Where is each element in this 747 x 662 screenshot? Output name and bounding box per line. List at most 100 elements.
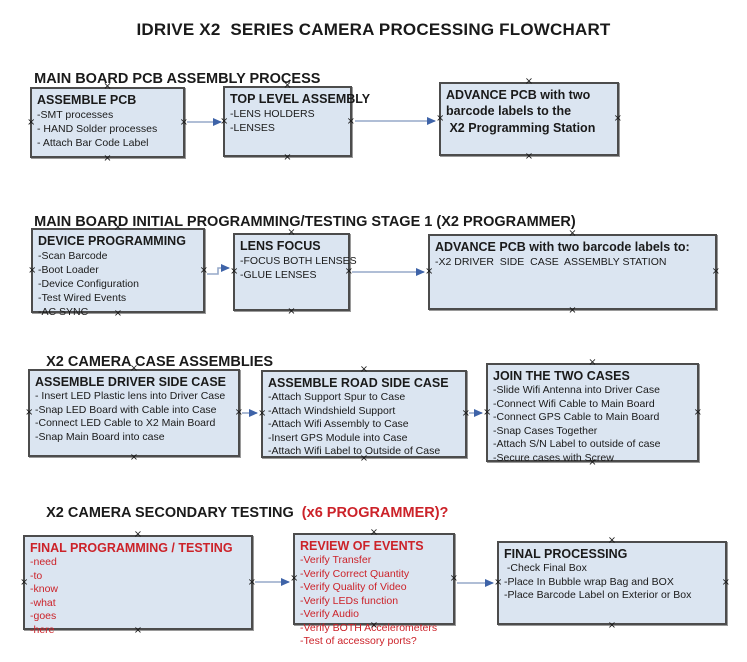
- connection-anchor-icon: ×: [461, 408, 470, 419]
- connection-anchor-icon: ×: [179, 116, 188, 128]
- box-item: -what: [30, 596, 56, 609]
- flow-box-top-level-assembly: TOP LEVEL ASSEMBLY -LENS HOLDERS-LENSES …: [220, 81, 371, 163]
- flow-box-join-the-two-cases: JOIN THE TWO CASES -Slide Wifi Antenna i…: [483, 358, 702, 468]
- flow-box-final-processing: FINAL PROCESSING -Check Final Box-Place …: [494, 536, 730, 631]
- connection-anchor-icon: ×: [425, 266, 434, 277]
- connection-anchor-icon: ×: [258, 408, 267, 419]
- section-heading-pcb-assembly: MAIN BOARD PCB ASSEMBLY PROCESS: [18, 55, 320, 103]
- box-item: -Insert GPS Module into Case: [268, 431, 408, 444]
- connection-anchor-icon: ×: [25, 407, 34, 418]
- connection-anchor-icon: ×: [234, 407, 243, 418]
- box-title: ASSEMBLE DRIVER SIDE CASE: [35, 375, 227, 389]
- flow-box-assemble-pcb: ASSEMBLE PCB -SMT processes- HAND Solder…: [27, 82, 188, 164]
- connection-anchor-icon: ×: [27, 116, 36, 128]
- box-title: TOP LEVEL ASSEMBLY: [230, 92, 371, 106]
- box-item: -Verify Transfer: [300, 554, 372, 566]
- box-item: -LENS HOLDERS: [230, 108, 315, 120]
- box-item: -Connect Wifi Cable to Main Board: [493, 397, 655, 410]
- flow-box-advance-pcb-programming-station: ADVANCE PCB with two barcode labels to t…: [436, 77, 622, 162]
- box-item: -Verify BOTH Accelerometers: [300, 621, 438, 634]
- box-item: -GLUE LENSES: [240, 269, 317, 281]
- box-item: -Attach Support Spur to Case: [268, 391, 406, 403]
- box-item: -need: [30, 556, 57, 568]
- connection-anchor-icon: ×: [28, 264, 37, 276]
- section-heading-red-text: (x6 PROGRAMMER)?: [301, 505, 449, 521]
- box-item: -Verify Audio: [300, 608, 359, 620]
- box-title: ADVANCE PCB with two barcode labels to:: [435, 240, 690, 254]
- box-items: -SMT processes- HAND Solder processes- A…: [37, 108, 178, 150]
- box-items: -LENS HOLDERS-LENSES: [230, 107, 345, 135]
- box-title: FINAL PROCESSING: [504, 547, 628, 561]
- connection-anchor-icon: ×: [607, 620, 617, 631]
- connection-anchor-icon: ×: [568, 305, 577, 316]
- connection-anchor-icon: ×: [290, 573, 299, 584]
- connection-anchor-icon: ×: [247, 576, 256, 588]
- connection-anchor-icon: ×: [199, 264, 208, 276]
- box-item: -Attach Windshield Support: [268, 404, 396, 417]
- connection-anchor-icon: ×: [607, 535, 617, 546]
- box-item: -Scan Barcode: [38, 250, 108, 262]
- section-heading-case-assemblies: X2 CAMERA CASE ASSEMBLIES: [30, 338, 273, 386]
- box-item: X2 Programming Station: [446, 121, 596, 135]
- box-items: -FOCUS BOTH LENSES -GLUE LENSES: [240, 254, 357, 282]
- box-title: LENS FOCUS: [240, 239, 321, 253]
- connection-anchor-icon: ×: [287, 306, 296, 317]
- flow-box-advance-pcb-driver-side-station: ADVANCE PCB with two barcode labels to: …: [425, 229, 720, 316]
- box-item: -FOCUS BOTH LENSES: [240, 255, 357, 267]
- box-items: -X2 DRIVER SIDE CASE ASSEMBLY STATION: [435, 255, 710, 269]
- box-item: -Slide Wifi Antenna into Driver Case: [493, 384, 660, 396]
- connection-anchor-icon: ×: [693, 406, 702, 418]
- connection-anchor-icon: ×: [524, 151, 534, 162]
- connection-anchor-icon: ×: [588, 357, 597, 368]
- box-item: barcode labels to the: [446, 104, 572, 118]
- connection-anchor-icon: ×: [711, 266, 720, 277]
- connection-anchor-icon: ×: [494, 577, 503, 588]
- box-item: -know: [30, 583, 59, 595]
- box-item: -goes: [30, 610, 57, 622]
- box-items: barcode labels to the X2 Programming Sta…: [446, 103, 612, 137]
- box-title: FINAL PROGRAMMING / TESTING: [30, 541, 233, 555]
- box-items: -Attach Support Spur to Case-Attach Wind…: [268, 391, 460, 459]
- flow-box-device-programming: DEVICE PROGRAMMING -Scan Barcode -Boot Lo…: [28, 223, 208, 319]
- flow-box-final-programming-testing: FINAL PROGRAMMING / TESTING -need-to-kno…: [20, 530, 256, 636]
- box-title: ASSEMBLE ROAD SIDE CASE: [268, 376, 449, 390]
- box-items: - Insert LED Plastic lens into Driver Ca…: [35, 390, 233, 444]
- page-title: IDRIVE X2 SERIES CAMERA PROCESSING FLOWC…: [136, 20, 611, 39]
- box-item: -Connect LED Cable to X2 Main Board: [35, 417, 216, 429]
- flow-box-assemble-road-side-case: ASSEMBLE ROAD SIDE CASE -Attach Support …: [258, 365, 470, 464]
- section-heading-initial-programming: MAIN BOARD INITIAL PROGRAMMING/TESTING S…: [18, 198, 576, 246]
- section-heading-text: MAIN BOARD INITIAL PROGRAMMING/TESTING S…: [34, 214, 576, 230]
- connection-anchor-icon: ×: [103, 153, 112, 164]
- connection-anchor-icon: ×: [613, 113, 622, 124]
- box-item: - Insert LED Plastic lens into Driver Ca…: [35, 390, 226, 402]
- box-item: -Verify LEDs function: [300, 594, 399, 607]
- connection-anchor-icon: ×: [359, 364, 369, 375]
- flow-box-lens-focus: LENS FOCUS -FOCUS BOTH LENSES -GLUE LENSE…: [230, 228, 357, 317]
- box-item: -Check Final Box: [504, 562, 587, 574]
- box-title: REVIEW OF EVENTS: [300, 539, 424, 553]
- box-item: - HAND Solder processes: [37, 123, 158, 135]
- connection-anchor-icon: ×: [220, 115, 229, 127]
- connection-anchor-icon: ×: [20, 576, 29, 588]
- box-items: -Check Final Box-Place In Bubble wrap Ba…: [504, 562, 720, 603]
- connection-anchor-icon: ×: [449, 573, 458, 584]
- box-title: DEVICE PROGRAMMING: [38, 234, 186, 248]
- box-items: -Slide Wifi Antenna into Driver Case-Con…: [493, 384, 692, 465]
- box-items: -Verify Transfer-Verify Correct Quantity…: [300, 554, 448, 649]
- box-item: -Boot Loader: [38, 264, 99, 276]
- box-title: ASSEMBLE PCB: [37, 93, 137, 107]
- connection-anchor-icon: ×: [230, 266, 239, 277]
- flow-box-assemble-driver-side-case: ASSEMBLE DRIVER SIDE CASE - Insert LED P…: [25, 364, 243, 463]
- box-items: -need-to-know-what-goes-here: [30, 556, 246, 637]
- section-heading-text: X2 CAMERA CASE ASSEMBLIES: [46, 354, 274, 370]
- box-item: -Verify Correct Quantity: [300, 567, 410, 580]
- section-heading-text: X2 CAMERA SECONDARY TESTING: [46, 505, 302, 521]
- connection-anchor-icon: ×: [524, 76, 534, 87]
- connection-anchor-icon: ×: [436, 113, 445, 124]
- box-item: -X2 DRIVER SIDE CASE ASSEMBLY STATION: [435, 256, 667, 268]
- box-item: -Device Configuration: [38, 278, 139, 290]
- flow-box-review-of-events: REVIEW OF EVENTS -Verify Transfer-Verify…: [290, 528, 458, 648]
- box-item: - Attach Bar Code Label: [37, 137, 149, 149]
- box-item: -Attach S/N Label to outside of case: [493, 438, 661, 450]
- box-title: JOIN THE TWO CASES: [493, 369, 630, 383]
